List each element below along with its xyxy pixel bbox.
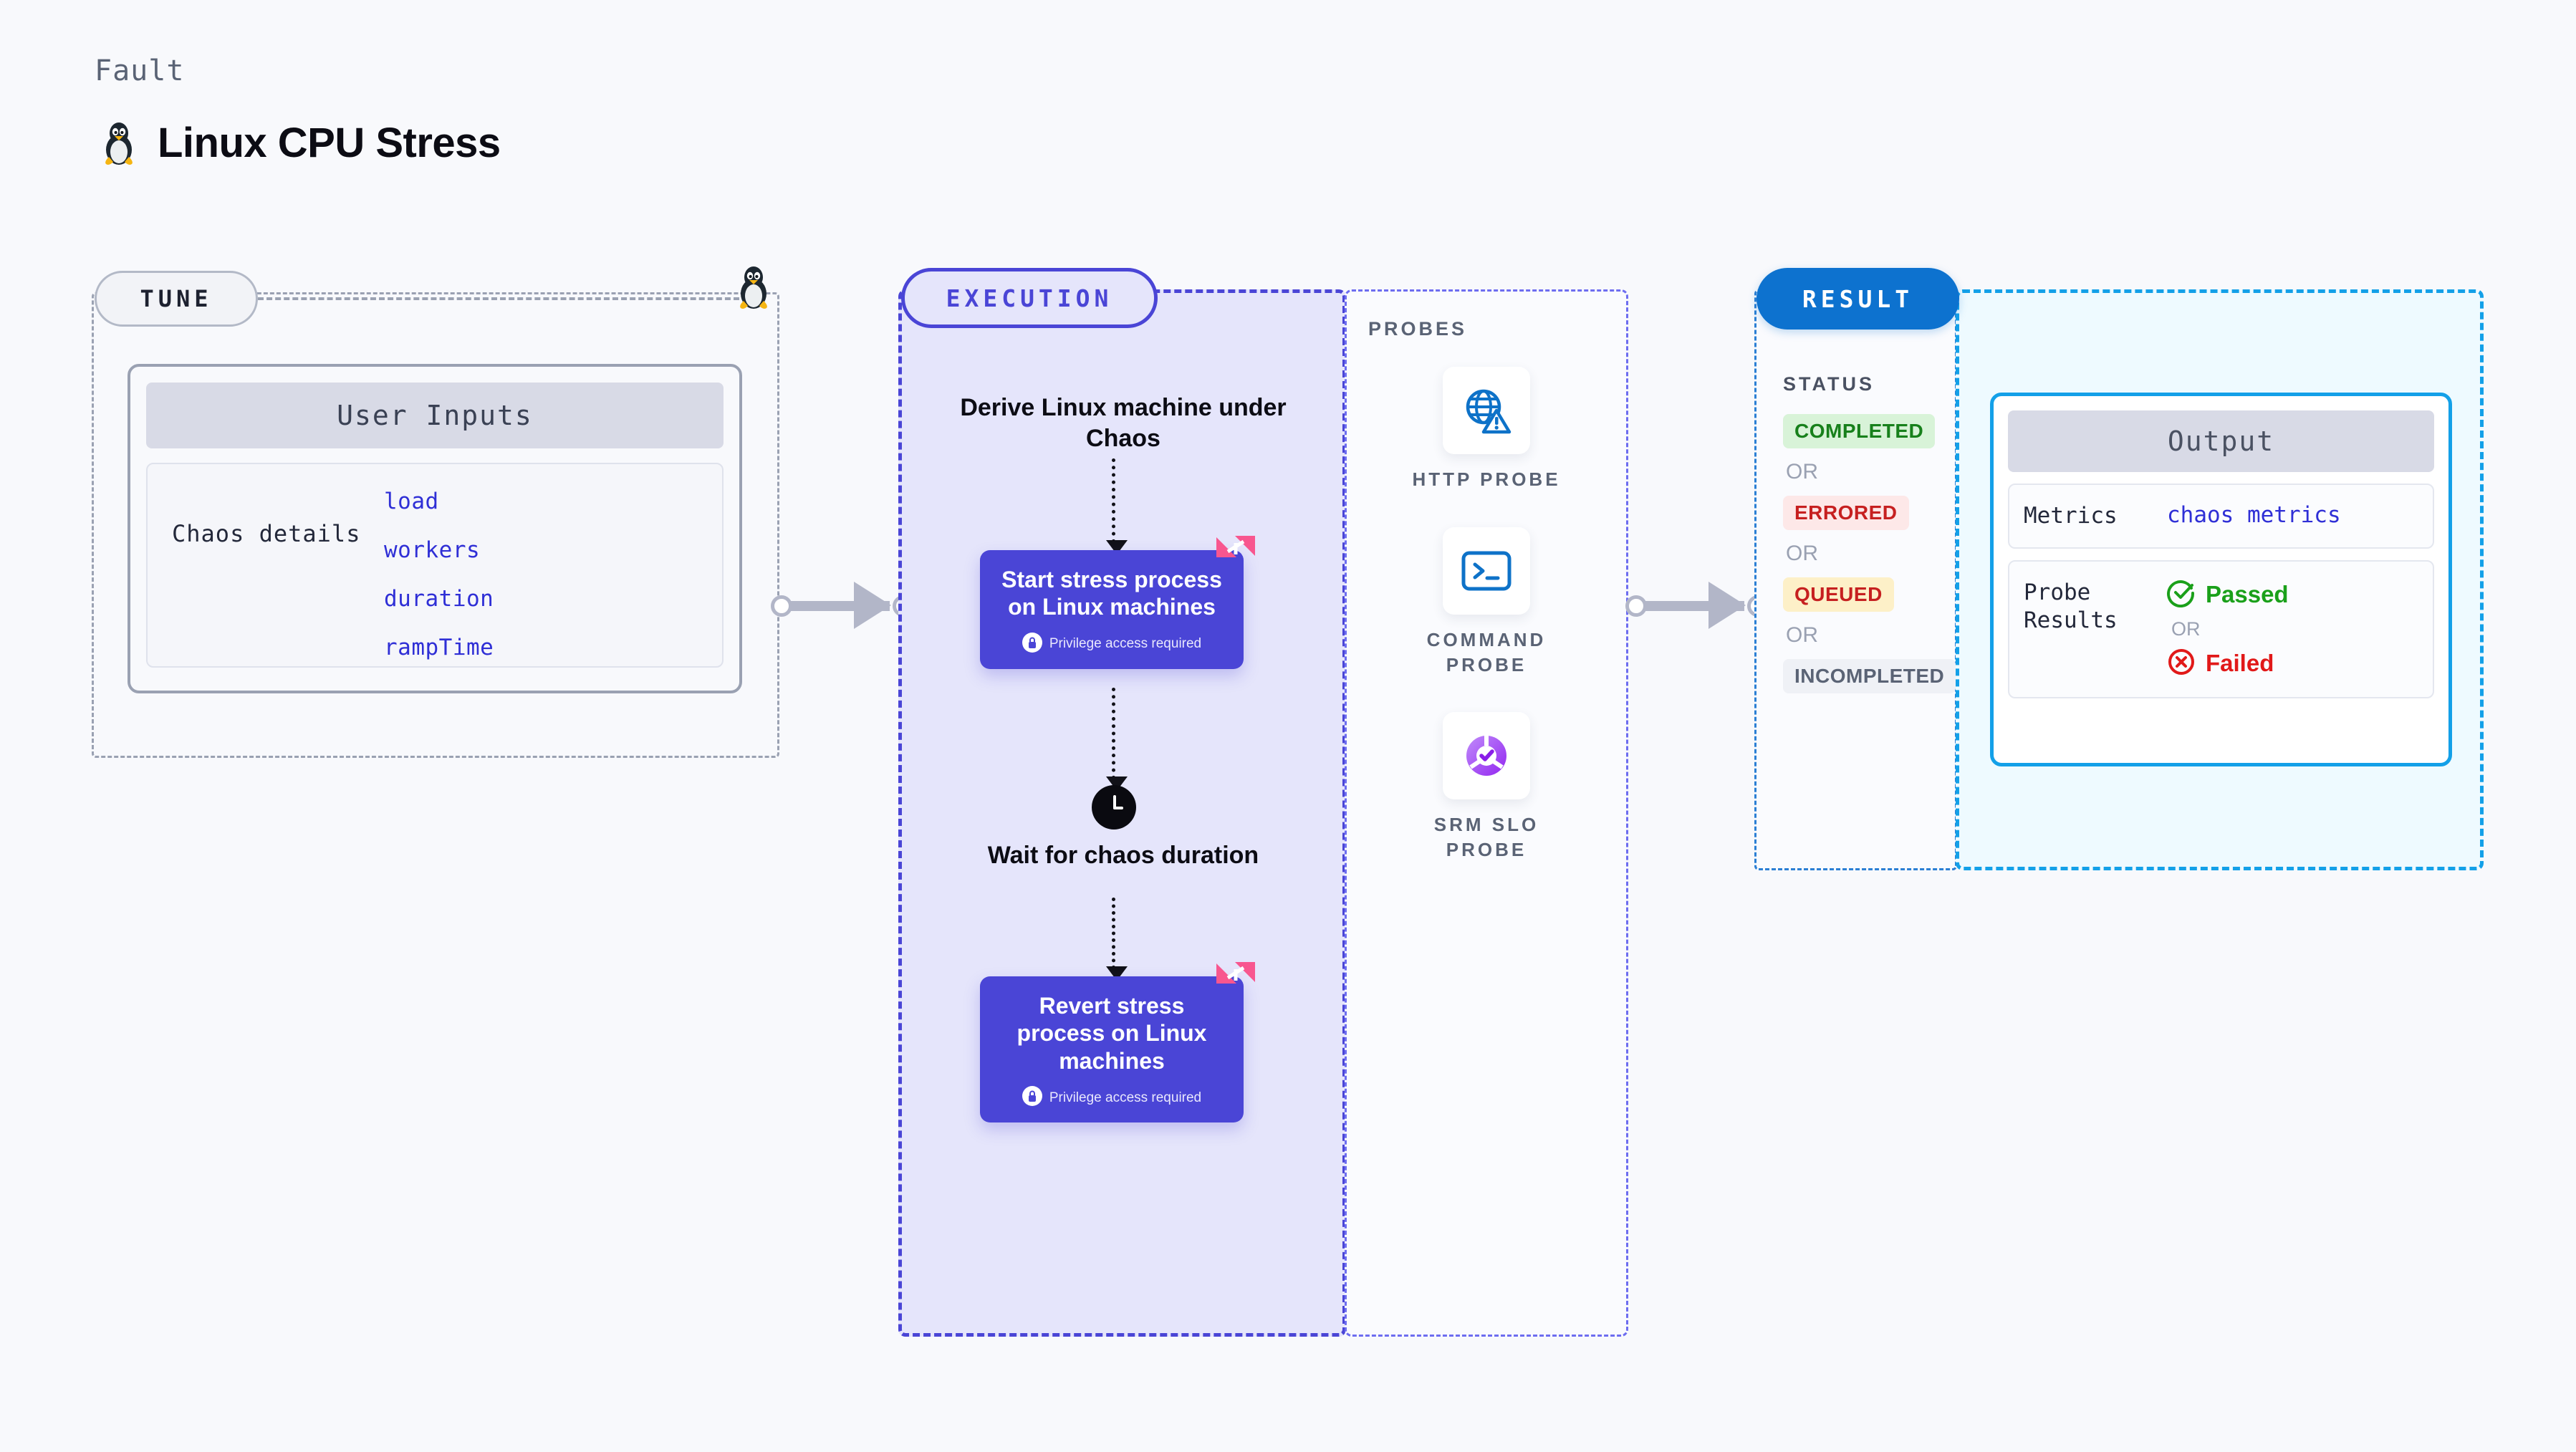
output-metrics-value[interactable]: chaos metrics <box>2167 502 2341 528</box>
action-label: Start stress process on Linux machines <box>1001 567 1222 620</box>
flow-arrow-2 <box>1106 688 1128 791</box>
privilege-note-text: Privilege access required <box>1049 636 1202 652</box>
tux-penguin-icon <box>100 121 138 165</box>
x-circle-icon <box>2167 648 2196 680</box>
eyebrow-label: Fault <box>95 54 185 87</box>
lock-icon <box>1022 632 1042 656</box>
probe-label: COMMAND PROBE <box>1426 629 1547 676</box>
output-probe-results-key: Probe Results <box>2024 579 2118 633</box>
tune-tux-penguin-icon <box>735 265 772 313</box>
user-inputs-header: User Inputs <box>146 383 724 448</box>
connector-tune-to-execution <box>768 566 918 645</box>
probes-title: PROBES <box>1368 318 1468 340</box>
execution-step-wait: Wait for chaos duration <box>987 842 1259 869</box>
probe-result-passed: Passed <box>2167 579 2289 611</box>
execution-action-revert[interactable]: Revert stress process on Linux machines … <box>980 962 1255 1123</box>
litmus-logo-icon <box>1211 530 1261 580</box>
output-metrics-row: Metrics chaos metrics <box>2008 484 2434 549</box>
chaos-details-label: Chaos details <box>172 520 361 547</box>
chaos-params-list: load workers duration rampTime <box>384 489 494 660</box>
execution-action-start[interactable]: Start stress process on Linux machines P… <box>980 536 1255 669</box>
status-badge-completed: COMPLETED <box>1783 414 1936 448</box>
page-title-row: Linux CPU Stress <box>100 119 501 167</box>
execution-step-derive: Derive Linux machine under Chaos <box>960 394 1287 452</box>
check-circle-icon <box>2167 579 2196 611</box>
status-badge-errored: ERRORED <box>1783 496 1909 530</box>
user-inputs-card: User Inputs Chaos details load workers d… <box>128 364 742 693</box>
privilege-note: Privilege access required <box>994 632 1229 656</box>
tune-badge[interactable]: TUNE <box>95 271 258 327</box>
output-probe-results-row: Probe Results Passed OR <box>2008 559 2434 698</box>
chaos-details-panel: Chaos details load workers duration ramp… <box>146 463 724 668</box>
output-card: Output Metrics chaos metrics Probe Resul… <box>1990 393 2452 766</box>
status-or-label: OR <box>1786 542 1818 565</box>
param-duration[interactable]: duration <box>384 586 494 612</box>
probes-region <box>1345 289 1628 1337</box>
probe-results-values: Passed OR Failed <box>2167 579 2289 680</box>
param-workers[interactable]: workers <box>384 537 481 563</box>
status-list: COMPLETED OR ERRORED OR QUEUED OR INCOMP… <box>1783 414 1956 693</box>
litmus-logo-icon <box>1211 956 1261 1006</box>
probe-result-failed-label: Failed <box>2206 650 2274 677</box>
probe-result-passed-label: Passed <box>2206 581 2289 608</box>
param-load[interactable]: load <box>384 489 439 514</box>
status-badge-incompleted: INCOMPLETED <box>1783 659 1956 693</box>
status-or-label: OR <box>1786 623 1818 647</box>
output-metrics-key: Metrics <box>2024 503 2118 529</box>
globe-warning-icon <box>1443 367 1530 454</box>
flow-arrow-1 <box>1106 458 1128 554</box>
privilege-note: Privilege access required <box>994 1086 1229 1110</box>
probe-srm-slo[interactable]: SRM SLO PROBE <box>1393 712 1580 862</box>
status-badge-queued: QUEUED <box>1783 577 1894 612</box>
probe-result-failed: Failed <box>2167 648 2289 680</box>
privilege-note-text: Privilege access required <box>1049 1090 1202 1105</box>
action-label: Revert stress process on Linux machines <box>1017 993 1207 1074</box>
probe-label: SRM SLO PROBE <box>1433 814 1539 861</box>
tune-dashed-connector <box>258 297 739 300</box>
probe-result-or-label: OR <box>2171 617 2201 640</box>
lock-icon <box>1022 1086 1042 1110</box>
connector-probes-to-result <box>1623 566 1773 645</box>
flow-arrow-3 <box>1106 898 1128 981</box>
clock-icon <box>1092 785 1136 830</box>
terminal-icon <box>1443 527 1530 615</box>
donut-check-icon <box>1443 712 1530 799</box>
page-title: Linux CPU Stress <box>158 120 501 166</box>
result-badge[interactable]: RESULT <box>1756 268 1959 330</box>
status-or-label: OR <box>1786 460 1818 484</box>
probe-label: HTTP PROBE <box>1412 468 1561 490</box>
probe-command[interactable]: COMMAND PROBE <box>1393 527 1580 678</box>
execution-badge[interactable]: EXECUTION <box>901 268 1158 328</box>
probe-http[interactable]: HTTP PROBE <box>1393 367 1580 492</box>
output-header: Output <box>2008 410 2434 472</box>
status-title: STATUS <box>1783 373 1875 395</box>
tune-region <box>92 292 779 758</box>
param-ramptime[interactable]: rampTime <box>384 635 494 660</box>
